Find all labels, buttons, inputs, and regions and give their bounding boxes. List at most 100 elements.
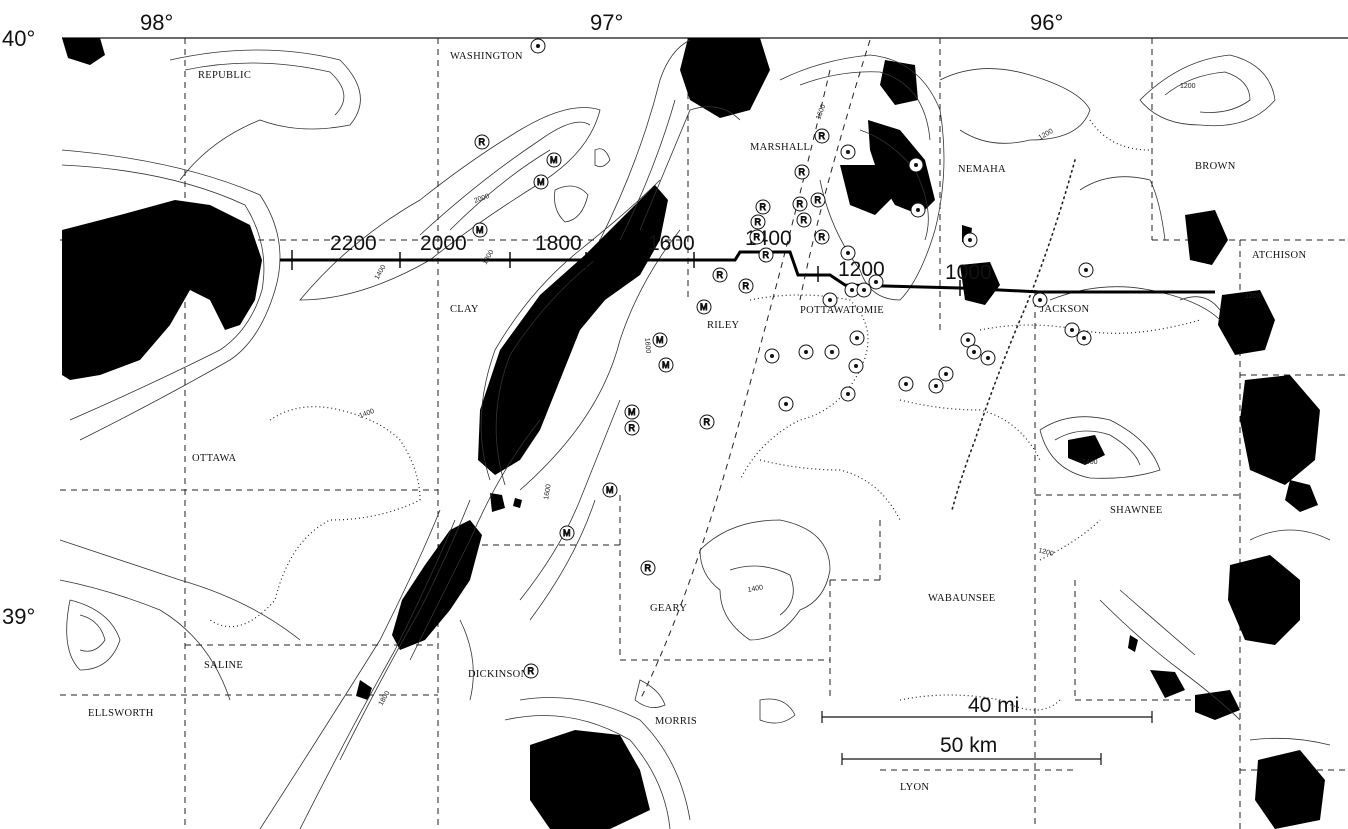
county-label-atchison: ATCHISON bbox=[1252, 250, 1306, 261]
m-marker: M bbox=[533, 174, 549, 190]
svg-text:R: R bbox=[479, 137, 486, 147]
dot-marker bbox=[824, 344, 840, 360]
dot-marker bbox=[798, 344, 814, 360]
contour-value-label: 1200 bbox=[1038, 128, 1055, 142]
svg-text:R: R bbox=[763, 250, 770, 260]
contour-value-label: 1400 bbox=[358, 408, 375, 420]
m-marker: M bbox=[658, 357, 674, 373]
svg-text:M: M bbox=[550, 155, 558, 165]
r-marker: R bbox=[810, 192, 826, 208]
dot-marker bbox=[908, 157, 924, 173]
contour-value-label: 1600 bbox=[643, 338, 651, 354]
r-marker: R bbox=[750, 214, 766, 230]
dot-marker bbox=[778, 396, 794, 412]
county-boundaries bbox=[60, 38, 1348, 829]
contour-value-label: 2000 bbox=[473, 193, 490, 205]
county-label-washington: WASHINGTON bbox=[450, 51, 523, 62]
svg-text:R: R bbox=[717, 270, 724, 280]
county-label-ottawa: OTTAWA bbox=[192, 453, 237, 464]
county-label-ellsworth: ELLSWORTH bbox=[88, 708, 154, 719]
dot-marker bbox=[840, 245, 856, 261]
svg-text:M: M bbox=[656, 335, 664, 345]
m-marker: M bbox=[559, 525, 575, 541]
county-label-geary: GEARY bbox=[650, 603, 687, 614]
county-label-pottawatomie: POTTAWATOMIE bbox=[800, 305, 884, 316]
m-marker: M bbox=[624, 404, 640, 420]
svg-text:M: M bbox=[662, 360, 670, 370]
longitude-label-97: 97° bbox=[590, 10, 623, 35]
contour-value-label: 1200 bbox=[1180, 83, 1196, 90]
r-marker: R bbox=[738, 278, 754, 294]
scale-bar-miles bbox=[821, 711, 1153, 723]
county-label-shawnee: SHAWNEE bbox=[1110, 505, 1163, 516]
contour-value-label: 1400 bbox=[374, 264, 388, 281]
r-marker: R bbox=[474, 134, 490, 150]
svg-text:R: R bbox=[755, 217, 762, 227]
r-marker: R bbox=[792, 196, 808, 212]
contour-value-label: 1800 bbox=[378, 690, 392, 707]
r-marker: R bbox=[624, 420, 640, 436]
m-marker: M bbox=[602, 482, 618, 498]
county-label-morris: MORRIS bbox=[655, 716, 697, 727]
r-marker: R bbox=[755, 199, 771, 215]
dot-marker bbox=[928, 378, 944, 394]
r-marker: R bbox=[712, 267, 728, 283]
latitude-label-40: 40° bbox=[2, 26, 35, 51]
contour-value-label: 1600 bbox=[815, 104, 827, 121]
contour-value-label: 1200 bbox=[1037, 547, 1054, 558]
dot-marker bbox=[1078, 262, 1094, 278]
r-marker: R bbox=[749, 229, 765, 245]
profile-distance-2000: 2000 bbox=[420, 232, 467, 255]
county-label-dickinson: DICKINSON bbox=[468, 669, 529, 680]
contour-value-label: 1800 bbox=[482, 249, 496, 266]
profile-distance-2200: 2200 bbox=[330, 232, 377, 255]
m-marker: M bbox=[472, 222, 488, 238]
dot-marker bbox=[898, 376, 914, 392]
dot-marker bbox=[980, 350, 996, 366]
dot-markers bbox=[530, 38, 1094, 412]
contour-value-label: 1200 bbox=[1245, 293, 1261, 300]
contour-value-label: 1400 bbox=[1082, 459, 1098, 466]
dot-marker bbox=[856, 282, 872, 298]
m-marker: M bbox=[696, 299, 712, 315]
dot-marker bbox=[868, 274, 884, 290]
svg-text:M: M bbox=[628, 407, 636, 417]
r-marker: R bbox=[758, 247, 774, 263]
r-marker: R bbox=[814, 229, 830, 245]
latitude-label-39: 39° bbox=[2, 604, 35, 629]
svg-text:R: R bbox=[629, 423, 636, 433]
dotted-boundaries bbox=[951, 159, 1076, 511]
county-label-wabaunsee: WABAUNSEE bbox=[928, 593, 995, 604]
svg-text:R: R bbox=[760, 202, 767, 212]
longitude-label-98: 98° bbox=[140, 10, 173, 35]
county-label-lyon: LYON bbox=[900, 782, 929, 793]
county-label-marshall: MARSHALL bbox=[750, 142, 810, 153]
dot-marker bbox=[1032, 292, 1048, 308]
dot-marker bbox=[822, 292, 838, 308]
svg-text:M: M bbox=[606, 485, 614, 495]
svg-text:R: R bbox=[819, 131, 826, 141]
dot-marker bbox=[1064, 322, 1080, 338]
svg-text:R: R bbox=[819, 232, 826, 242]
profile-ticks bbox=[291, 250, 961, 296]
dot-marker bbox=[960, 332, 976, 348]
dot-marker bbox=[840, 144, 856, 160]
svg-text:M: M bbox=[537, 177, 545, 187]
county-label-jackson: JACKSON bbox=[1040, 304, 1089, 315]
county-label-nemaha: NEMAHA bbox=[958, 164, 1006, 175]
svg-text:R: R bbox=[801, 215, 808, 225]
dot-marker bbox=[910, 202, 926, 218]
profile-distance-1800: 1800 bbox=[535, 232, 582, 255]
scale-label-km: 50 km bbox=[940, 734, 997, 757]
scale-bar-km bbox=[841, 753, 1102, 765]
svg-text:M: M bbox=[700, 302, 708, 312]
longitude-label-96: 96° bbox=[1030, 10, 1063, 35]
svg-text:R: R bbox=[743, 281, 750, 291]
svg-text:R: R bbox=[815, 195, 822, 205]
county-label-brown: BROWN bbox=[1195, 161, 1236, 172]
svg-text:R: R bbox=[645, 563, 652, 573]
profile-line bbox=[280, 250, 1215, 294]
contour-lines bbox=[59, 39, 1331, 829]
county-label-riley: RILEY bbox=[707, 320, 740, 331]
